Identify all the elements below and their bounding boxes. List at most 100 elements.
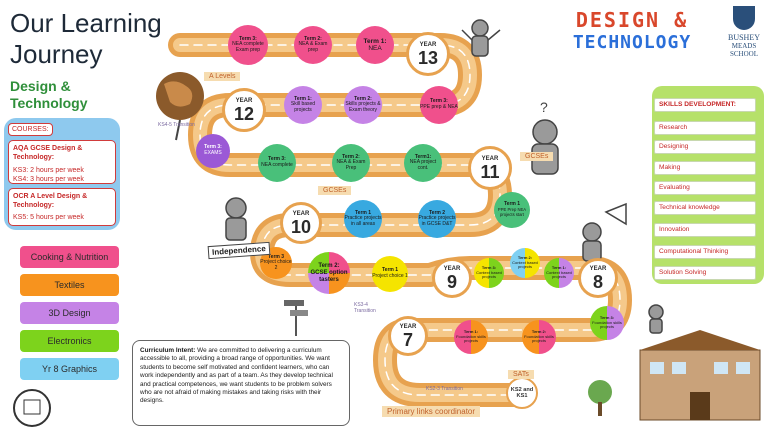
y10-term1-body: Practice projects in all areas (344, 215, 382, 227)
design-technology-logo: DESIGN & TECHNOLOGY (552, 8, 712, 68)
y12-term1-title: Term 1: (294, 95, 312, 102)
y9-term1-body: Project choice 1 (372, 273, 408, 279)
y13-term3-circle: Term 3: NEA complete Exam prep (228, 25, 268, 65)
y12-term2-body: Skills projects & Exam theory (345, 101, 381, 113)
y11-nea-complete-body: NEA complete (261, 162, 293, 168)
course-button-cooking-nutrition[interactable]: Cooking & Nutrition (20, 246, 119, 268)
page-title-line2: Journey (10, 39, 103, 69)
label-ks2-3-transition: KS2-3 Transition (426, 386, 463, 392)
y11-nea-complete-title: Term 3: (268, 156, 286, 163)
y11-ppe-prep-title: Term 1 (503, 201, 521, 208)
y11-exams-body: EXAMS (204, 150, 222, 156)
curriculum-intent-box: Curriculum Intent: We are committed to d… (132, 340, 350, 426)
y9-gcse-tasters-body: GCSE option tasters (310, 269, 348, 283)
year-7-label: YEAR (399, 323, 417, 330)
y13-term3-body: NEA complete Exam prep (232, 41, 264, 53)
school-building-icon (588, 330, 761, 421)
independence-figure-icon (225, 197, 247, 241)
thinking-figure-icon: ? (531, 99, 559, 175)
subtitle-line1: Design & (10, 78, 71, 94)
year-8-label: YEAR (589, 265, 607, 272)
year-10-number: 10 (290, 216, 312, 237)
school-name-line1: BUSHEY (727, 33, 760, 42)
alevel-course-box: OCR A Level Design & Technology: KS5: 5 … (8, 188, 116, 226)
skill-evaluating: Evaluating (654, 181, 756, 195)
y8-term1-circle: Term 1: Context based projects (544, 258, 574, 288)
label-sats: SATs (508, 370, 534, 379)
y12-term3-body: PPE prep & NEA (420, 104, 458, 110)
school-crest-icon (13, 389, 51, 427)
y7-term3-title: Term 3: (599, 315, 615, 321)
school-crest-shape (733, 6, 755, 30)
y11-nea-complete-circle: Term 3: NEA complete (258, 144, 296, 182)
megaphone-figure-icon (582, 202, 627, 262)
year-12-number: 12 (233, 103, 255, 124)
y8-term2-title: Term 2: (517, 255, 533, 261)
course-button-yr8-graphics[interactable]: Yr 8 Graphics (20, 358, 119, 380)
y10-term1-title: Term 1 (354, 209, 372, 216)
label-ks3-4-transition: KS3-4 Transition (354, 302, 376, 314)
label-a-levels: A Levels (204, 72, 241, 81)
y13-term2-body: NEA & Exam prep (298, 41, 328, 53)
y7-term2-title: Term 2: (531, 329, 547, 335)
page-subtitle: Design & Technology (10, 78, 88, 112)
y13-term2-title: Term 2: (304, 35, 322, 42)
skills-heading: SKILLS DEVELOPMENT: (654, 98, 756, 112)
year-12-marker: YEAR 12 (222, 88, 266, 132)
year-7-number: 7 (402, 329, 413, 350)
y8-term3-circle: Term 3: Context based projects (474, 258, 504, 288)
skill-computational-thinking: Computational Thinking (654, 245, 756, 259)
courses-label: COURSES: (8, 123, 53, 136)
curriculum-intent-lead: Curriculum Intent: (140, 347, 196, 354)
y10-term2-circle: Term 2 Practice projects in GCSE D&T (418, 200, 456, 238)
course-button-electronics[interactable]: Electronics (20, 330, 119, 352)
logo-line1: DESIGN & (575, 8, 689, 32)
y9-term3-body: Project choice 2 (260, 259, 292, 271)
skill-solution-solving: Solution Solving (654, 266, 756, 280)
year-10-label: YEAR (292, 210, 310, 217)
logo-line2: TECHNOLOGY (572, 32, 692, 53)
year-11-number: 11 (480, 161, 500, 182)
year-8-number: 8 (592, 271, 603, 292)
y11-ppe-prep-circle: Term 1 PPE Prep NEA projects start (494, 192, 530, 228)
skill-designing: Designing (654, 140, 756, 154)
y12-term3-circle: Term 3: PPE prep & NEA (420, 86, 458, 124)
y8-term2-body: Context based projects (512, 259, 538, 270)
y11-nea-cont-title: Term1: (414, 153, 432, 160)
svg-text:?: ? (540, 99, 548, 115)
year-13-marker: YEAR 13 (406, 32, 450, 76)
y8-term3-body: Context based projects (476, 269, 502, 280)
y12-term2-circle: Term 2: Skills projects & Exam theory (344, 86, 382, 124)
y13-term1-circle: Term 1: NEA (356, 26, 394, 64)
year-9-marker: YEAR 9 (432, 258, 472, 298)
y11-nea-exam-prep-title: Term 2: (342, 153, 360, 160)
y11-nea-cont-circle: Term1: NEA project cont. (404, 144, 442, 182)
skill-research: Research (654, 121, 756, 135)
alevel-ks5-hours: KS5: 5 hours per week (13, 214, 84, 221)
y11-exams-title: Term 3: (204, 144, 222, 151)
course-button-textiles[interactable]: Textiles (20, 274, 119, 296)
y8-term2-circle: Term 2: Context based projects (510, 248, 540, 278)
year-8-marker: YEAR 8 (578, 258, 618, 298)
course-button-3d-design[interactable]: 3D Design (20, 302, 119, 324)
skill-innovation: Innovation (654, 223, 756, 237)
y7-term2-circle: Term 2: Foundation skills projects (522, 320, 556, 354)
y9-term1-title: Term 1 (381, 267, 399, 274)
y7-term1-body: Foundation skills projects (456, 333, 486, 344)
waving-figure-icon (461, 19, 501, 57)
y11-exams-circle: Term 3: EXAMS (196, 134, 230, 168)
y7-term1-title: Term 1: (463, 329, 479, 335)
skill-technical-knowledge: Technical knowledge (654, 201, 756, 215)
y11-nea-exam-prep-body: NEA & Exam Prep (336, 159, 366, 171)
y10-term2-title: Term 2 (428, 209, 446, 216)
y7-term1-circle: Term 1: Foundation skills projects (454, 320, 488, 354)
y9-term1-circle: Term 1 Project choice 1 (372, 256, 408, 292)
y13-term3-title: Term 3: (239, 35, 257, 42)
school-logo: BUSHEY MEADS SCHOOL (724, 6, 764, 68)
y13-term1-body: NEA (368, 45, 382, 52)
y8-term1-title: Term 1: (551, 265, 567, 271)
label-gcses-mid: GCSEs (318, 186, 352, 195)
alevel-course-title: OCR A Level Design & Technology: (13, 193, 88, 209)
y8-term1-body: Context based projects (546, 269, 572, 280)
y13-term1-title: Term 1: (363, 38, 387, 45)
